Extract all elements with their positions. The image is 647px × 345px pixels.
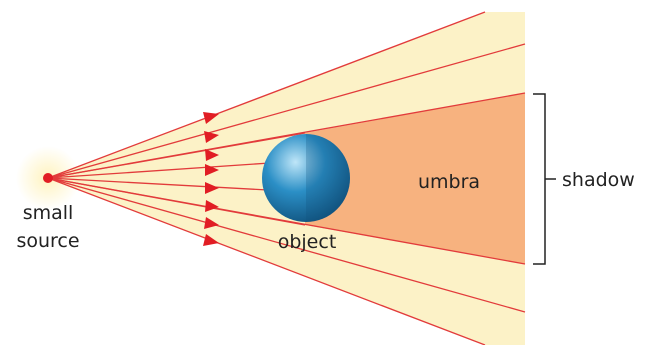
arrowhead [205, 164, 219, 176]
object-label: object [278, 231, 337, 253]
ray [47, 177, 526, 265]
arrowhead [205, 149, 219, 161]
arrowhead [205, 182, 219, 194]
arrowhead [204, 217, 219, 229]
source-dot [43, 173, 53, 183]
source-label-line1: small [23, 202, 74, 224]
ray [47, 43, 526, 179]
umbra-label: umbra [418, 171, 480, 193]
arrowhead [205, 200, 219, 212]
ray [47, 177, 269, 191]
ray [47, 177, 526, 313]
arrowhead [204, 131, 219, 143]
sphere-shade [306, 134, 350, 222]
arrowhead [203, 234, 219, 246]
ray [47, 132, 306, 179]
ray [47, 177, 486, 345]
shadow-label: shadow [562, 169, 635, 191]
umbra-region [305, 93, 525, 264]
arrowhead [203, 112, 219, 124]
source-label-line2: source [16, 230, 79, 252]
ray [47, 11, 486, 179]
ray [47, 162, 271, 179]
rays [47, 11, 526, 345]
shadow-bracket [533, 93, 556, 265]
ray-arrowheads [203, 112, 219, 246]
object-sphere [262, 134, 350, 222]
